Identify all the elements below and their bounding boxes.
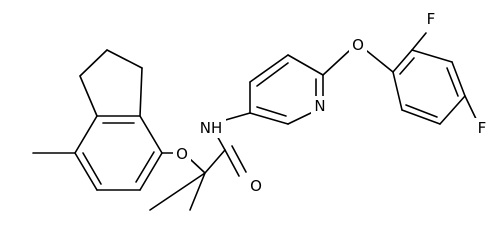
bond-carbonyl-a [224, 149, 240, 177]
bond-carbonyl-b [231, 145, 247, 173]
bond-pent-a [79, 75, 98, 117]
atom-nitrogen-amide: NH [200, 119, 223, 137]
bond-pent-b [79, 49, 108, 77]
bond-quat-methyl2 [149, 172, 206, 211]
bond-pyridine-oxygen [322, 50, 350, 76]
bond-ring1-c-inner [135, 151, 155, 183]
bond-ring1-c [139, 152, 163, 191]
atom-oxygen-left: O [176, 145, 188, 163]
bond-ring1-a-inner [82, 152, 102, 185]
bond-pyr-f [249, 112, 289, 125]
bond-dfp-e [401, 109, 441, 125]
bond-dfp-e-inner [405, 104, 438, 118]
bond-dfp-d [439, 95, 466, 125]
bond-dfp-c [451, 61, 466, 97]
bond-pent-c [106, 49, 143, 69]
bond-pyr-c [287, 54, 324, 76]
bond-oxygen-quat [189, 158, 206, 174]
bond-ring1-f [74, 115, 98, 154]
atom-fluorine-ortho: F [427, 10, 436, 28]
bond-pyr-b [249, 54, 289, 83]
bond-ring1-d [139, 115, 163, 154]
atom-labels: O O NH N O F F [173, 9, 490, 196]
bond-quat-carbonyl [204, 149, 226, 174]
bond-dfp-a-inner [399, 57, 415, 75]
bond-dfp-b [411, 49, 453, 63]
atom-oxygen-right: O [352, 36, 364, 54]
structure-canvas: O O NH N O F F [32, 9, 490, 211]
atom-nitrogen-pyridine: N [314, 97, 325, 115]
bond-ring1-a [74, 152, 98, 191]
bond-dfp-f [392, 71, 403, 111]
atom-fluorine-para: F [478, 119, 487, 137]
bonds [32, 32, 479, 211]
bond-oxygen-difluorophenyl [366, 50, 394, 73]
atom-oxygen-carbonyl: O [250, 177, 262, 195]
bond-amide-pyridine [221, 112, 251, 122]
molecule-drawing: O O NH N O F F [32, 9, 490, 211]
bond-pyr-b-inner [256, 62, 289, 87]
bond-dfp-c-inner [446, 67, 459, 97]
bond-quat-methyl1 [189, 172, 206, 211]
bond-pyr-f-inner [256, 106, 287, 117]
bond-pent-d [139, 67, 143, 117]
bond-dfp-a [392, 49, 413, 73]
bond-pyr-e [287, 110, 316, 125]
bond-c-f-ortho [411, 32, 427, 51]
